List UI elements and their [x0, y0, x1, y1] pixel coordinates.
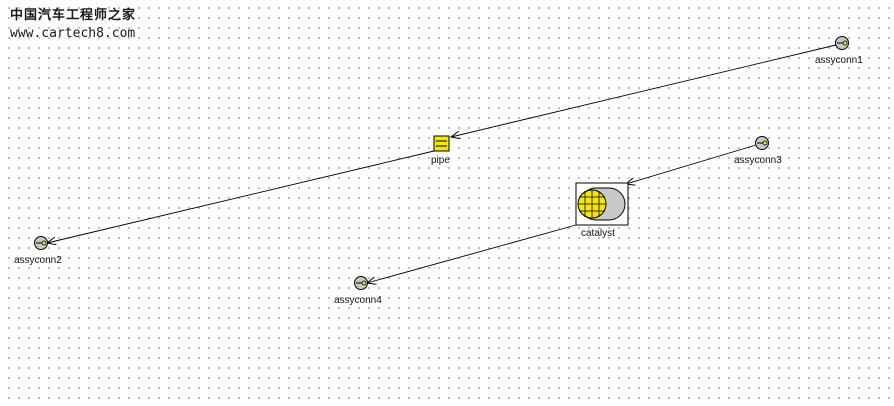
connection-assyconn1-pipe[interactable] [451, 44, 837, 137]
node-label-assyconn1: assyconn1 [815, 55, 863, 66]
watermark-title: 中国汽车工程师之家 [10, 8, 137, 23]
connector-icon [755, 136, 769, 150]
node-label-catalyst: catalyst [581, 228, 615, 239]
node-assyconn2[interactable]: assyconn2 [14, 236, 62, 267]
watermark-url: www.cartech8.com [10, 25, 136, 41]
node-label-assyconn4: assyconn4 [334, 295, 382, 306]
connection-pipe-assyconn2[interactable] [47, 150, 435, 243]
node-assyconn3[interactable]: assyconn3 [734, 136, 782, 167]
connector-icon [34, 236, 48, 250]
node-label-pipe: pipe [431, 155, 450, 166]
node-label-assyconn3: assyconn3 [734, 155, 782, 166]
connector-icon [354, 276, 368, 290]
pipe-icon [433, 135, 450, 152]
watermark: 中国汽车工程师之家 www.cartech8.com [10, 8, 136, 41]
node-assyconn4[interactable]: assyconn4 [334, 276, 382, 307]
connector-icon [835, 36, 849, 50]
connection-catalyst-assyconn4[interactable] [367, 224, 577, 283]
connection-assyconn3-catalyst[interactable] [626, 144, 757, 184]
node-catalyst[interactable]: catalyst [575, 182, 629, 239]
node-pipe[interactable]: pipe [431, 135, 450, 166]
catalyst-icon [575, 182, 629, 226]
node-assyconn1[interactable]: assyconn1 [815, 36, 863, 67]
node-label-assyconn2: assyconn2 [14, 255, 62, 266]
